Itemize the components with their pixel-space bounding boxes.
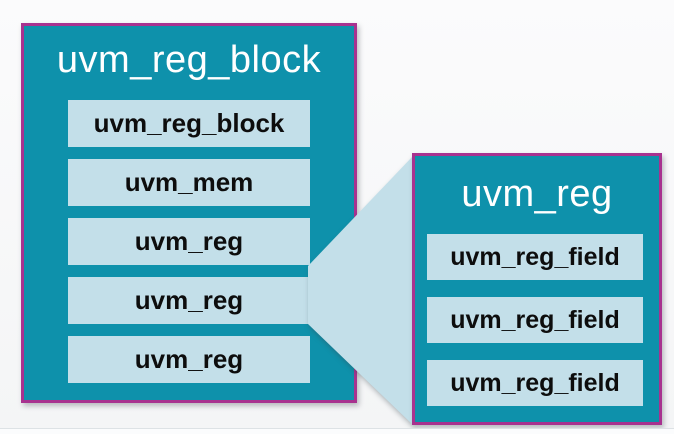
child-item-uvm-reg-2: uvm_reg [68, 277, 310, 324]
child-item-uvm-reg-1: uvm_reg [68, 218, 310, 265]
uvm-reg-detail-title: uvm_reg [461, 173, 613, 215]
child-item-uvm-reg-3: uvm_reg [68, 336, 310, 383]
field-item-uvm-reg-field-2: uvm_reg_field [427, 297, 643, 343]
uvm-reg-block-children: uvm_reg_block uvm_mem uvm_reg uvm_reg uv… [68, 100, 310, 383]
uvm-reg-fields: uvm_reg_field uvm_reg_field uvm_reg_fiel… [427, 234, 643, 406]
child-item-uvm-mem: uvm_mem [68, 159, 310, 206]
uvm-reg-block-title: uvm_reg_block [56, 39, 322, 81]
field-item-uvm-reg-field-1: uvm_reg_field [427, 234, 643, 280]
uvm-reg-detail-box: uvm_reg uvm_reg_field uvm_reg_field uvm_… [412, 153, 662, 425]
child-item-uvm-reg-block: uvm_reg_block [68, 100, 310, 147]
slide-bottom-edge [0, 428, 674, 434]
uvm-reg-block-box: uvm_reg_block uvm_reg_block uvm_mem uvm_… [21, 23, 357, 403]
field-item-uvm-reg-field-3: uvm_reg_field [427, 360, 643, 406]
